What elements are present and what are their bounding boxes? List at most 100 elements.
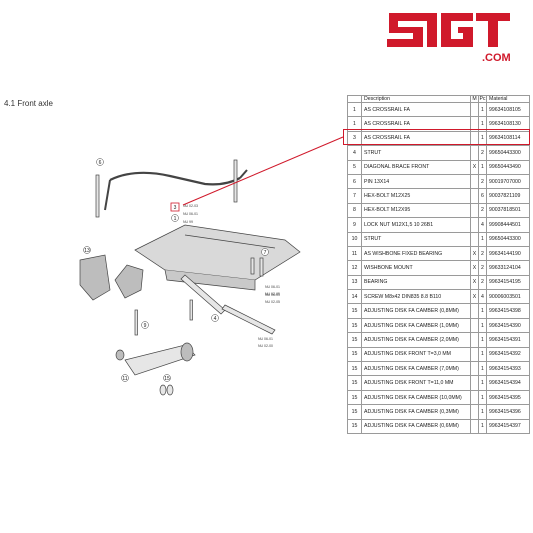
row-material-number: 99634154398 <box>486 303 530 319</box>
callout-6: 6 <box>96 158 104 166</box>
row-number: 13 <box>347 274 362 291</box>
row-piece-count: 2 <box>478 145 487 161</box>
row-m-flag <box>470 217 479 233</box>
callout-4: 4 <box>211 314 219 322</box>
row-material-number: 99908444501 <box>486 217 530 233</box>
row-piece-count: 1 <box>478 159 487 175</box>
row-m-flag <box>470 303 479 319</box>
svg-text:4: 4 <box>214 316 217 322</box>
sigt3-logo[interactable]: .COM <box>383 9 523 64</box>
row-description: ADJUSTING DISK FA CAMBER (10,0MM) <box>361 389 471 406</box>
row-m-flag <box>470 375 479 391</box>
highlighted-row-frame <box>343 129 530 145</box>
row-material-number: 99634154396 <box>486 404 530 420</box>
row-description: ADJUSTING DISK FA CAMBER (0,6MM) <box>361 418 471 434</box>
col-header-description: Description <box>361 95 471 103</box>
drop-link-right <box>233 159 238 203</box>
row-piece-count: 1 <box>478 418 487 434</box>
row-piece-count: 1 <box>478 231 487 247</box>
row-material-number: 99634154393 <box>486 361 530 377</box>
svg-text:15: 15 <box>164 376 170 382</box>
row-number: 6 <box>347 173 362 190</box>
row-piece-count: 4 <box>478 289 487 305</box>
row-number: 15 <box>347 404 362 420</box>
row-m-flag: X <box>470 274 479 291</box>
row-material-number: 90037818501 <box>486 202 530 219</box>
row-piece-count: 1 <box>478 317 487 334</box>
row-material-number: 90037821109 <box>486 188 530 204</box>
row-material-number: 99650443300 <box>486 231 530 247</box>
row-material-number: 90006003501 <box>486 289 530 305</box>
diagram-note: NU 06-01 <box>265 293 280 297</box>
callout-9: 9 <box>141 321 149 329</box>
svg-text:13: 13 <box>84 248 90 254</box>
row-piece-count: 1 <box>478 332 487 348</box>
row-m-flag <box>470 361 479 377</box>
table-header: Description M Pc Material <box>347 95 530 103</box>
row-description: ADJUSTING DISK FRONT T=11,0 MM <box>361 375 471 391</box>
row-number: 15 <box>347 346 362 363</box>
row-m-flag <box>470 231 479 247</box>
row-m-flag: X <box>470 260 479 276</box>
row-m-flag <box>470 332 479 348</box>
col-header-material: Material <box>486 95 530 103</box>
row-material-number: 99634154397 <box>486 418 530 434</box>
anti-roll-bar <box>109 171 241 186</box>
row-piece-count: 2 <box>478 202 487 219</box>
col-header-num <box>347 95 362 103</box>
row-piece-count: 1 <box>478 404 487 420</box>
row-description: SCREW M8x42 DIN835 8.8 B110 <box>361 289 471 305</box>
row-description: ADJUSTING DISK FA CAMBER (0,3MM) <box>361 404 471 420</box>
row-description: DIAGONAL BRACE FRONT <box>361 159 471 175</box>
row-material-number: 99634108105 <box>486 101 530 118</box>
row-m-flag <box>470 173 479 190</box>
row-description: STRUT <box>361 231 471 247</box>
diagram-note: NU 02-03 <box>183 204 198 208</box>
callout-7: 7 <box>261 248 269 256</box>
svg-text:11: 11 <box>122 376 127 382</box>
logo-lettering <box>387 13 510 47</box>
row-description: WISHBONE MOUNT <box>361 260 471 276</box>
strut-left <box>180 274 226 315</box>
diagram-note: NU 02-05 <box>265 300 280 304</box>
row-number: 14 <box>347 289 362 305</box>
front-axle-exploded-diagram: 1 3 4 6 7 9 11 13 15 NU 02-03 NU 06-01 N… <box>79 158 301 396</box>
diagram-note: NU 02-05 <box>265 292 280 296</box>
callout-3: 3 <box>170 202 180 212</box>
row-m-flag: X <box>470 159 479 175</box>
diagram-note: NU 06-01 <box>258 337 273 341</box>
row-m-flag: X <box>470 245 479 262</box>
row-material-number: 90019707000 <box>486 173 530 190</box>
svg-text:6: 6 <box>99 160 102 166</box>
wishbone-arm <box>124 344 196 376</box>
diagram-note: NU 02-00 <box>258 344 273 348</box>
row-piece-count: 2 <box>478 260 487 276</box>
wishbone-mount <box>79 254 111 301</box>
row-description: HEX-BOLT M12X95 <box>361 202 471 219</box>
row-number: 11 <box>347 245 362 262</box>
row-number: 5 <box>347 159 362 175</box>
row-m-flag <box>470 101 479 118</box>
